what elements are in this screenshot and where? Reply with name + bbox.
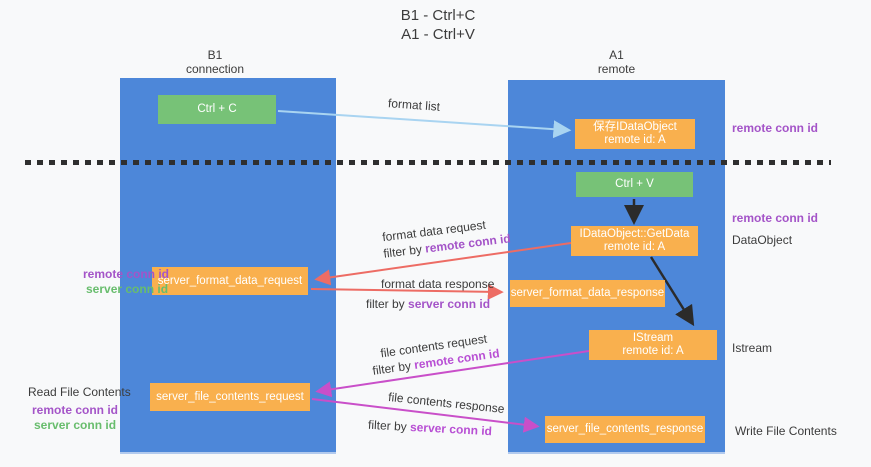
istream-line2: remote id: A [622,345,684,357]
server-file-contents-request-box: server_file_contents_request [150,383,310,411]
server-format-data-response-box: server_format_data_response [510,280,665,307]
ctrl-c-label: Ctrl + C [197,103,237,115]
left-server-conn-id-file-label: server conn id [34,418,117,432]
istream-side-label: Istream [732,341,773,355]
save-idataobject-line1: 保存IDataObject [593,121,677,133]
file-request-filter-prefix: filter by [371,358,416,378]
save-idataobject-line2: remote id: A [604,134,666,146]
format-list-label: format list [387,96,441,114]
format-response-filter-label: filter by server conn id [366,297,490,311]
read-file-contents-label: Read File Contents [28,385,131,399]
format-response-filter-key: server conn id [408,297,491,311]
phase-divider-dashed-line [25,160,831,165]
file-response-filter-label: filter by server conn id [368,418,493,438]
left-remote-conn-id-format-label: remote conn id [83,267,170,281]
server-format-data-request-box: server_format_data_request [152,267,308,295]
server-format-data-response-label: server_format_data_response [510,287,665,299]
server-file-contents-response-box: server_file_contents_response [545,416,705,443]
file-response-filter-prefix: filter by [367,417,411,434]
lane-b1-subtitle: connection [185,62,245,76]
istream-box: IStream remote id: A [589,330,717,360]
format-request-filter-prefix: filter by [382,241,427,261]
dataobject-side-label: DataObject [732,233,793,247]
lane-header-a1: A1 remote [508,48,725,76]
ctrl-v-box: Ctrl + V [576,172,693,197]
istream-line1: IStream [632,332,674,344]
server-file-contents-response-label: server_file_contents_response [546,423,704,435]
left-remote-conn-id-file-label: remote conn id [32,403,119,417]
format-response-filter-prefix: filter by [366,297,409,311]
left-server-conn-id-format-label: server conn id [86,282,169,296]
save-idataobject-box: 保存IDataObject remote id: A [575,119,695,149]
format-data-response-label: format data response [381,277,495,291]
ctrl-v-label: Ctrl + V [615,178,654,190]
lane-a1-subtitle: remote [597,62,636,76]
ctrl-c-box: Ctrl + C [158,95,276,124]
lane-b1-title: B1 [207,48,223,62]
server-file-contents-request-label: server_file_contents_request [156,390,304,403]
right-remote-conn-id-top-label: remote conn id [732,121,819,135]
diagram-title: B1 - Ctrl+C A1 - Ctrl+V [338,6,538,44]
title-line-1: B1 - Ctrl+C [400,7,476,24]
getdata-line2: remote id: A [603,241,666,253]
lane-a1-title: A1 [609,48,624,62]
server-format-data-request-label: server_format_data_request [157,274,303,287]
title-line-2: A1 - Ctrl+V [401,26,475,43]
lane-header-b1: B1 connection [107,48,323,76]
idataobject-getdata-box: IDataObject::GetData remote id: A [571,226,698,256]
file-response-filter-key: server conn id [409,419,493,439]
file-contents-response-label: file contents response [387,389,506,417]
getdata-line1: IDataObject::GetData [579,228,690,240]
right-remote-conn-id-mid-label: remote conn id [732,211,819,225]
write-file-contents-label: Write File Contents [735,424,837,438]
